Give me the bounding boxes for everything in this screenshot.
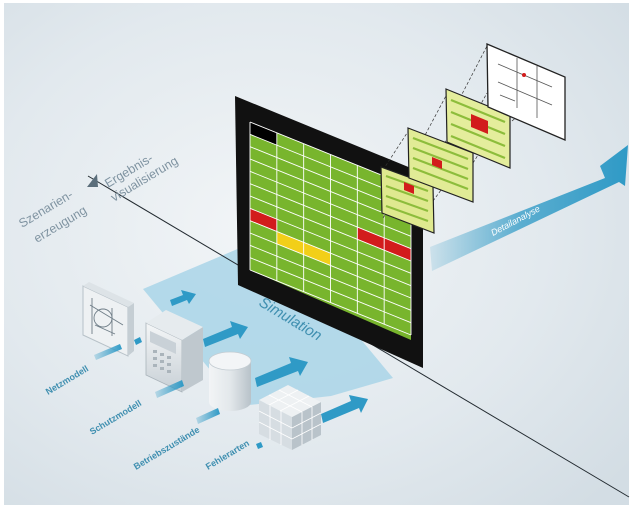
- result-cell-red: [384, 237, 411, 261]
- detail-arrow: [430, 145, 628, 271]
- grid-row-line: [249, 170, 412, 237]
- grid-row-line: [249, 195, 412, 262]
- input-arrows: [94, 290, 368, 449]
- result-grid-cells: [250, 122, 411, 266]
- input-arrow-2: [255, 357, 308, 387]
- detail-panel-1-marker: [404, 182, 414, 194]
- input-arrow-3: [321, 395, 368, 423]
- input-arrow-2-tail: [155, 380, 184, 398]
- result-cell-red: [250, 208, 277, 232]
- detail-panel-2-marker: [432, 157, 442, 169]
- input-arrow-1: [203, 321, 248, 347]
- input-fehlerarten-icon: [258, 385, 322, 450]
- input-arrow-0: [170, 290, 196, 306]
- result-cell-yellow: [276, 231, 304, 255]
- result-cell-red: [357, 227, 385, 251]
- grid-row-line: [249, 207, 412, 274]
- detail-panels: [380, 43, 566, 234]
- grid-row-line: [249, 232, 412, 299]
- input-arrow-1-tail: [94, 344, 122, 360]
- detail-panel-3-marker: [471, 114, 488, 134]
- result-monitor: [235, 96, 423, 368]
- grid-row-line: [249, 257, 412, 324]
- input-betriebszustaende-icon: [208, 351, 252, 411]
- result-cell-yellow: [303, 242, 331, 266]
- grid-row-line: [249, 269, 412, 336]
- direction-arrow-icon: [87, 174, 98, 187]
- result-cell-black: [250, 122, 277, 146]
- input-schutzmodell-icon: [145, 310, 203, 393]
- detail-panel-4-fault-icon: [522, 73, 526, 77]
- input-netzmodell-icon: [82, 282, 134, 357]
- detail-panel-2-pattern: [412, 136, 469, 191]
- simulation-band: [143, 245, 393, 406]
- input-arrow-3-tail: [196, 408, 220, 424]
- grid-row-line: [249, 183, 412, 250]
- grid-row-line: [249, 220, 412, 287]
- grid-row-line: [249, 244, 412, 311]
